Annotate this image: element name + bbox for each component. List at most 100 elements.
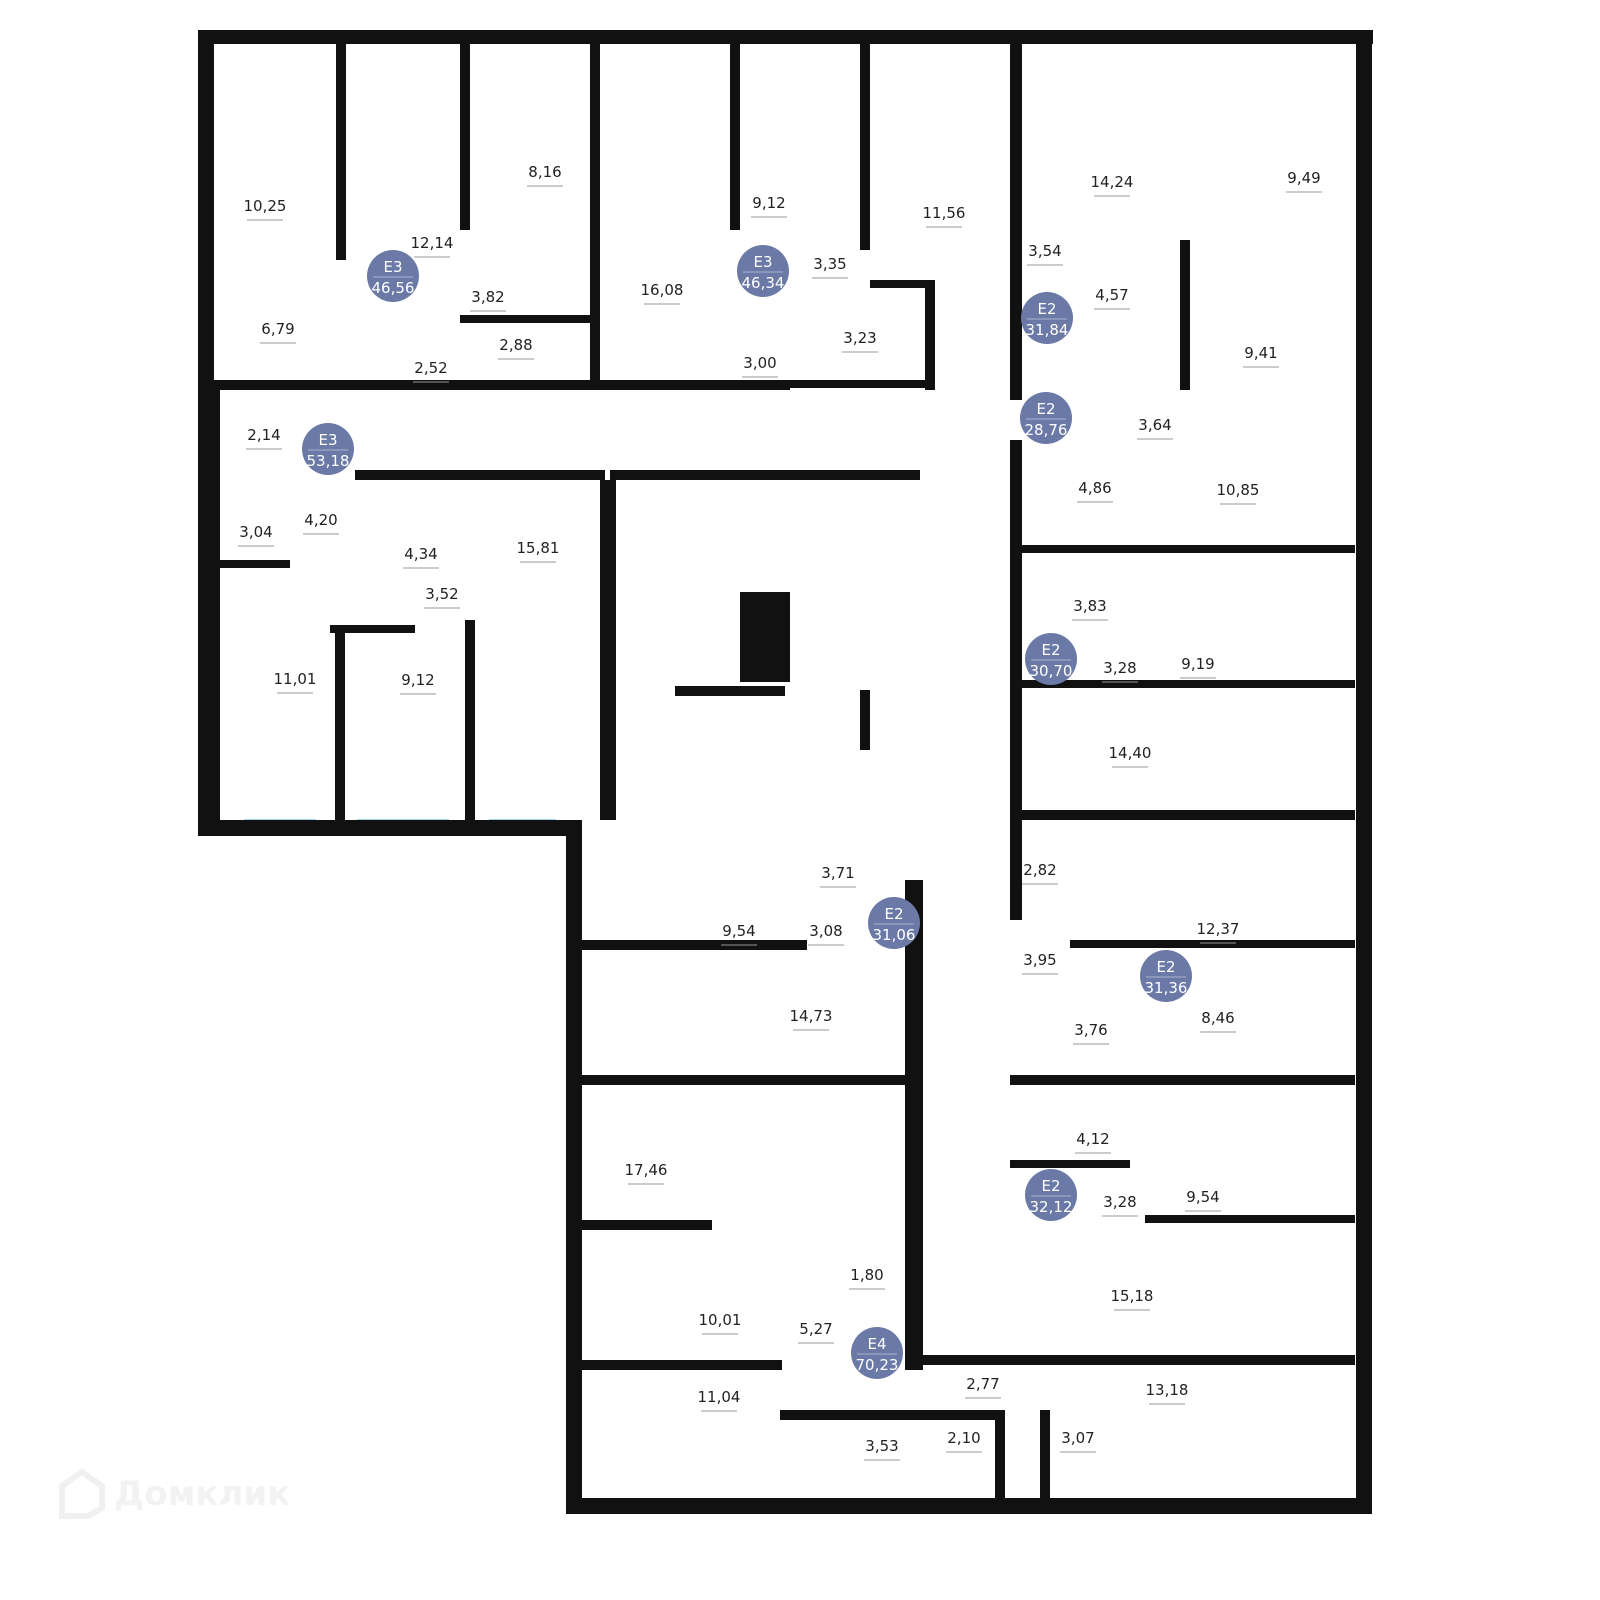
wall (1040, 1410, 1050, 1510)
room-area-label: 10,25 (244, 197, 287, 221)
apartment-type: E2 (1036, 400, 1055, 418)
svg-text:14,73: 14,73 (790, 1007, 833, 1025)
room-area-label: 3,52 (424, 585, 460, 609)
room-area-label: 8,16 (527, 163, 563, 187)
apartment-type: E2 (1041, 641, 1060, 659)
badge-circle (1025, 1169, 1077, 1221)
wall (1356, 30, 1372, 1514)
svg-text:4,34: 4,34 (404, 545, 437, 563)
wall (610, 470, 920, 480)
svg-text:1,80: 1,80 (850, 1266, 883, 1284)
wall (1010, 1355, 1355, 1365)
room-area-label: 11,01 (274, 670, 317, 694)
wall (335, 630, 345, 820)
apartment-type: E2 (1041, 1177, 1060, 1195)
badge-circle (1021, 292, 1073, 344)
wall (1145, 1215, 1355, 1223)
house-logo-icon (59, 1468, 105, 1519)
wall (1070, 940, 1355, 948)
room-area-label: 9,19 (1180, 655, 1216, 679)
room-area-label: 2,88 (498, 336, 534, 360)
svg-text:2,88: 2,88 (499, 336, 532, 354)
room-area-label: 9,12 (400, 671, 436, 695)
room-area-label: 4,34 (403, 545, 439, 569)
apartment-area: 31,36 (1145, 979, 1188, 997)
svg-text:10,01: 10,01 (699, 1311, 742, 1329)
room-area-label: 3,28 (1102, 1193, 1138, 1217)
room-area-label: 3,83 (1072, 597, 1108, 621)
apartment-badge: E2 32,12 (1025, 1169, 1077, 1221)
svg-text:3,52: 3,52 (425, 585, 458, 603)
wall (198, 30, 1373, 44)
wall (330, 625, 415, 633)
svg-text:4,86: 4,86 (1078, 479, 1111, 497)
svg-text:9,12: 9,12 (401, 671, 434, 689)
room-area-label: 4,57 (1094, 286, 1130, 310)
apartment-badges: E346,56E346,34E353,18E231,84E228,76E230,… (302, 245, 1192, 1379)
wall (582, 1075, 922, 1085)
apartment-area: 32,12 (1030, 1198, 1073, 1216)
wall (460, 30, 470, 230)
room-area-label: 2,52 (413, 359, 449, 383)
wall (860, 30, 870, 250)
svg-text:8,16: 8,16 (528, 163, 561, 181)
room-area-label: 3,71 (820, 864, 856, 888)
svg-text:14,24: 14,24 (1091, 173, 1134, 191)
room-area-label: 14,40 (1109, 744, 1151, 768)
wall (1010, 1160, 1130, 1168)
svg-text:3,82: 3,82 (471, 288, 504, 306)
svg-text:3,07: 3,07 (1061, 1429, 1094, 1447)
apartment-type: E3 (383, 258, 402, 276)
room-area-label: 5,27 (798, 1320, 834, 1344)
wall (582, 1360, 782, 1370)
apartment-type: E2 (1037, 300, 1056, 318)
svg-text:3,71: 3,71 (821, 864, 854, 882)
svg-text:11,04: 11,04 (698, 1388, 741, 1406)
room-area-label: 12,14 (411, 234, 453, 258)
room-area-label: 9,54 (1185, 1188, 1221, 1212)
svg-text:2,10: 2,10 (947, 1429, 980, 1447)
wall (1010, 545, 1355, 553)
logo-text: Домклик (114, 1474, 291, 1514)
svg-text:3,83: 3,83 (1073, 597, 1106, 615)
apartment-area: 31,06 (873, 926, 916, 944)
wall (355, 470, 605, 480)
svg-text:11,01: 11,01 (274, 670, 317, 688)
svg-text:3,00: 3,00 (743, 354, 776, 372)
room-area-label: 9,12 (751, 194, 787, 218)
wall (566, 820, 582, 1512)
room-area-label: 3,07 (1060, 1429, 1096, 1453)
apartment-area: 53,18 (307, 452, 350, 470)
room-area-label: 13,18 (1146, 1381, 1188, 1405)
room-area-label: 15,81 (517, 539, 559, 563)
room-area-label: 11,04 (698, 1388, 741, 1412)
svg-text:15,18: 15,18 (1111, 1287, 1154, 1305)
badge-circle (302, 423, 354, 475)
badge-circle (1020, 392, 1072, 444)
svg-text:3,28: 3,28 (1103, 1193, 1136, 1211)
apartment-area: 31,84 (1026, 321, 1069, 339)
wall (925, 280, 935, 390)
wall (590, 30, 600, 390)
apartment-area: 70,23 (856, 1356, 899, 1374)
room-area-label: 17,46 (625, 1161, 667, 1185)
svg-text:10,25: 10,25 (244, 197, 287, 215)
svg-text:11,56: 11,56 (923, 204, 966, 222)
wall (860, 690, 870, 750)
wall (600, 480, 616, 820)
room-area-label: 3,53 (864, 1437, 900, 1461)
room-area-label: 6,79 (260, 320, 296, 344)
svg-text:3,23: 3,23 (843, 329, 876, 347)
room-area-label: 3,95 (1022, 951, 1058, 975)
badge-circle (367, 250, 419, 302)
wall (1010, 1075, 1355, 1085)
room-area-label: 9,41 (1243, 344, 1279, 368)
room-area-label: 10,85 (1217, 481, 1259, 505)
